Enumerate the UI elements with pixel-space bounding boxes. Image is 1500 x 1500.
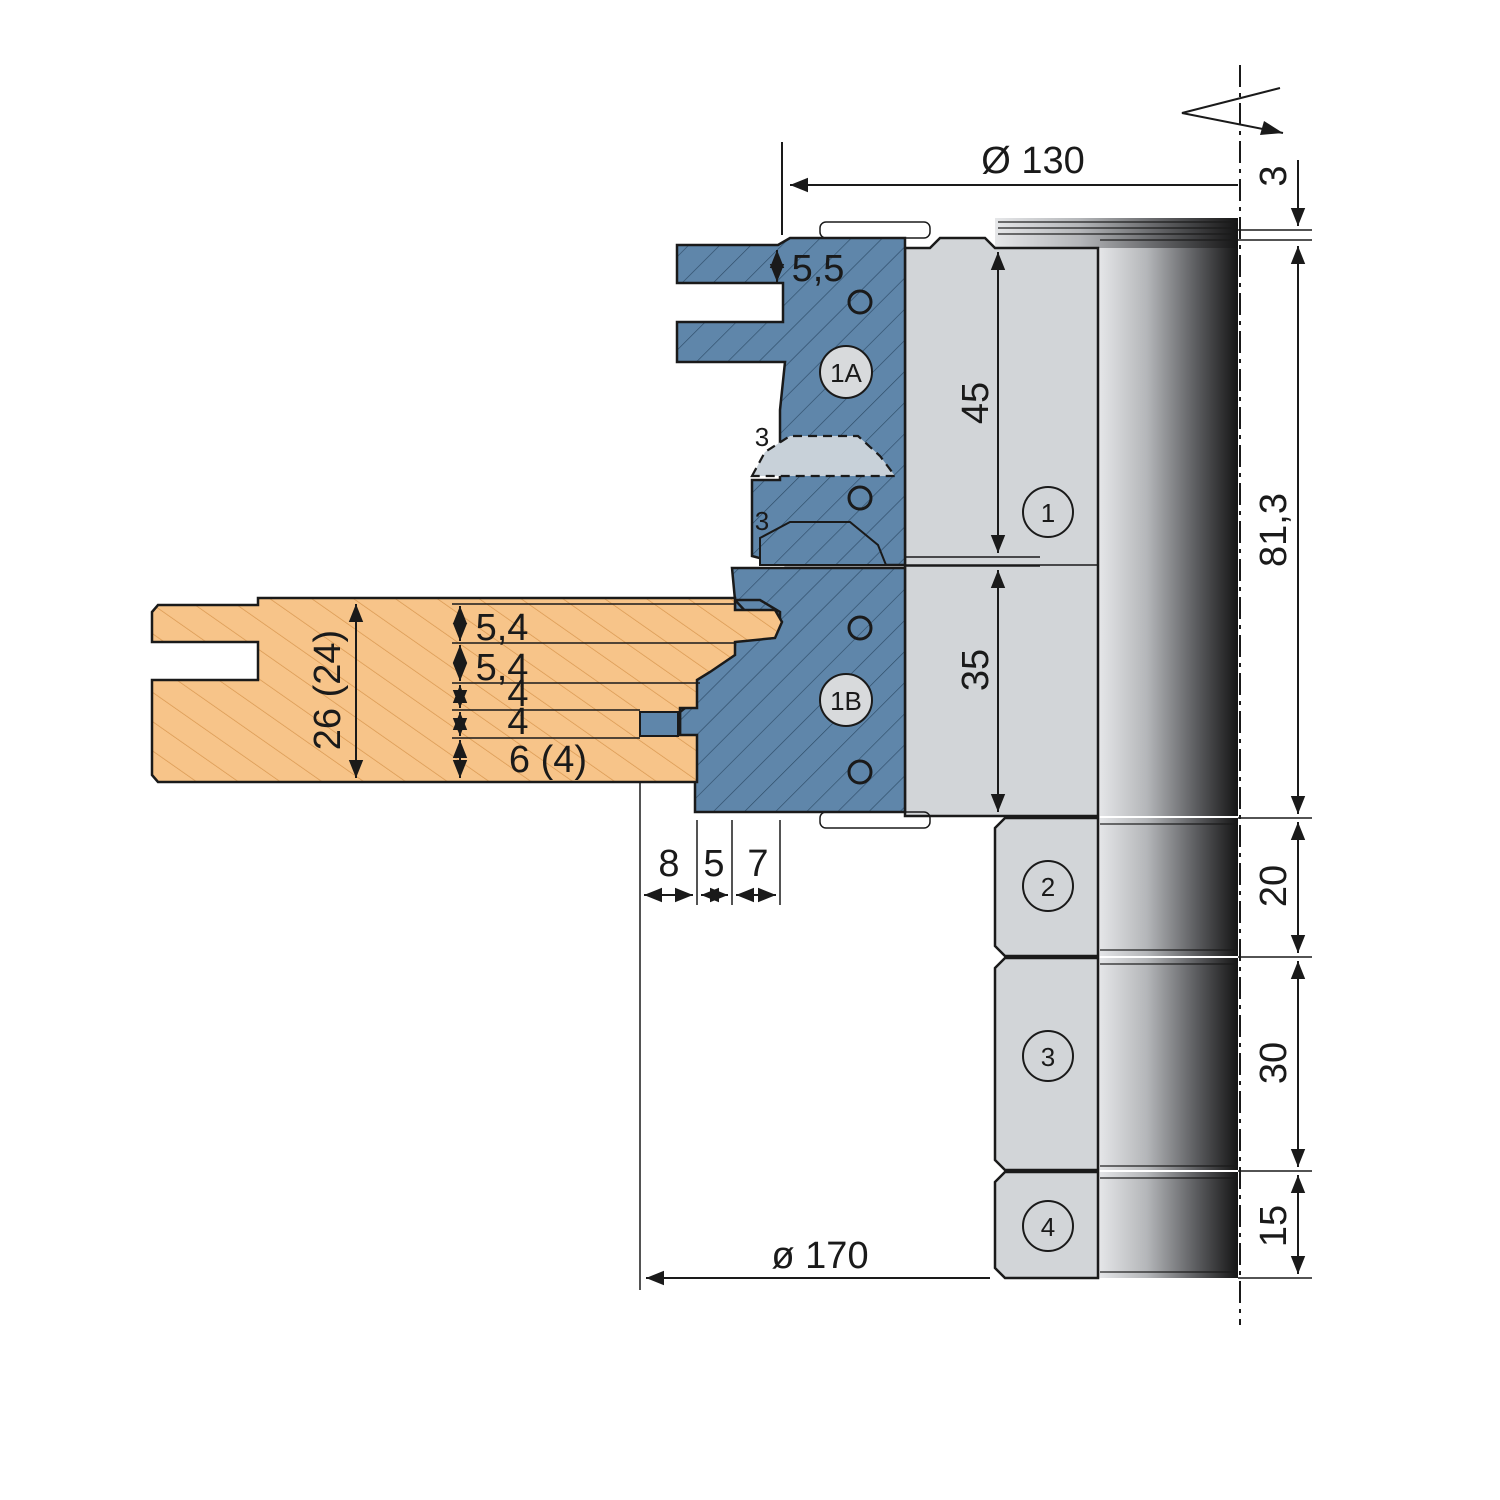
dim-label-7: 7 [747,843,768,885]
part-label-2: 2 [1022,860,1074,912]
dim-label-35: 35 [955,649,997,691]
svg-text:4: 4 [1041,1212,1055,1242]
dim-label-profile-3-upper: 3 [755,422,769,452]
wood-tongue [639,711,679,737]
dim-label-profile-3-lower: 3 [755,506,769,536]
cutter-drum [995,218,1238,1278]
dim-label-3: 3 [1253,165,1295,186]
dim-top-diameter: Ø 130 [781,140,1238,235]
svg-text:1: 1 [1041,498,1055,528]
svg-text:1A: 1A [830,358,862,388]
dim-label-4-b: 4 [507,701,528,743]
rotation-direction-arrow [1181,87,1284,135]
knife-4-block [993,1170,1100,1280]
part-label-4: 4 [1022,1200,1074,1252]
dim-label-bottom-diameter: ø 170 [771,1235,868,1277]
dim-label-5: 5 [703,843,724,885]
dim-label-6-4: 6 (4) [509,739,587,781]
part-label-3: 3 [1022,1030,1074,1082]
dim-label-81-3: 81,3 [1253,493,1295,567]
dim-right-chain [1238,160,1312,1279]
drum-ring-4 [1098,1172,1238,1278]
dim-label-8: 8 [658,843,679,885]
cutter-1a-bead-profile [759,521,888,566]
svg-text:3: 3 [1041,1042,1055,1072]
svg-text:2: 2 [1041,872,1055,902]
part-label-1a: 1A [819,345,873,399]
dim-label-20: 20 [1253,865,1295,907]
dim-knife-heights [905,252,1040,812]
wood-workpiece [150,596,784,784]
drum-top-ring [995,218,1238,248]
dim-label-wood-thickness: 26 (24) [307,630,349,750]
dim-label-5-4-a: 5,4 [476,607,529,649]
cutter-1a [675,236,907,567]
dim-label-4-a: 4 [507,673,528,715]
rivet-holes [847,289,873,785]
dim-label-45: 45 [955,382,997,424]
svg-text:Ø 130: Ø 130 [981,140,1085,182]
dim-label-30: 30 [1253,1042,1295,1084]
drum-upper-body [1098,248,1238,816]
cutter-1a-dashed-profile [750,434,898,478]
svg-text:1B: 1B [830,686,862,716]
dim-label-5-5: 5,5 [792,248,845,290]
part-label-1b: 1B [819,673,873,727]
dim-label-15: 15 [1253,1205,1295,1247]
dim-wood-profile-chain [452,603,735,778]
knife-2-block [993,816,1100,958]
dim-bottom-chain [639,782,781,1290]
drum-ring-2 [1098,818,1238,956]
part-label-1: 1 [1022,486,1074,538]
drum-ring-3 [1098,958,1238,1170]
knife-3-block [993,956,1100,1172]
dim-label-5-4-b: 5,4 [476,647,529,689]
